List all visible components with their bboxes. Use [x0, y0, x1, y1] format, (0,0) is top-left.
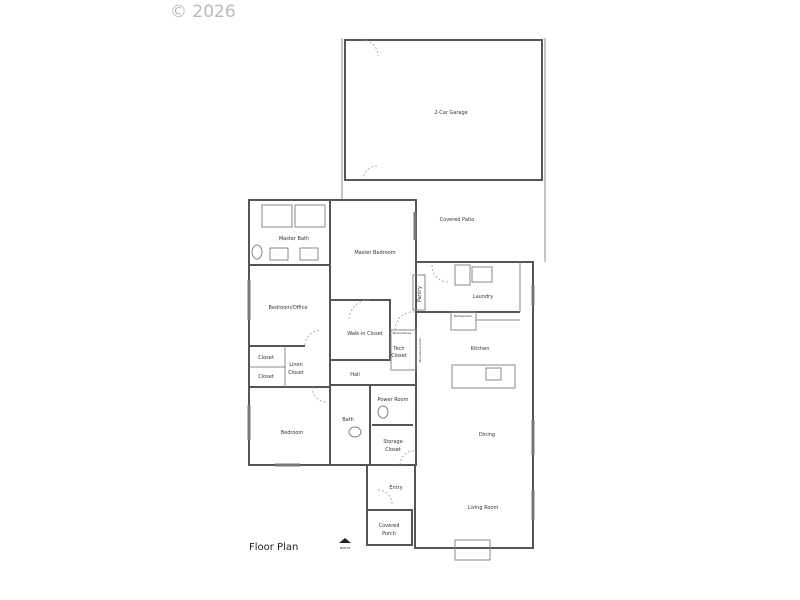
north-arrow-icon: NORTH [339, 538, 351, 550]
label-kitchen: Kitchen [471, 346, 490, 352]
label-linen-closet-line1: Linen [289, 362, 303, 368]
house-walls [247, 199, 535, 561]
label-closet-2: Closet [258, 374, 274, 380]
label-bookshelves: Bookshelves [393, 331, 412, 335]
label-covered-patio: Covered Patio [440, 217, 475, 223]
copyright-watermark: © 2026 [170, 2, 236, 22]
label-covered-porch-line1: Covered [379, 523, 400, 529]
label-refrigerator: Refrigerator [454, 314, 473, 318]
label-microwave: Microwave Oven [418, 337, 422, 362]
north-label: NORTH [340, 546, 351, 550]
label-covered-porch-line2: Porch [382, 531, 396, 537]
label-garage: 2-Car Garage [434, 110, 468, 116]
label-dining: Dining [479, 432, 495, 438]
room-labels: 2-Car Garage Covered Patio Master Bath M… [258, 110, 498, 537]
label-tech-closet-line1: Tech [392, 346, 404, 352]
label-closet-1: Closet [258, 355, 274, 361]
label-entry: Entry [389, 485, 402, 491]
label-bath: Bath [342, 417, 354, 423]
label-storage-closet-line1: Storage [383, 439, 403, 445]
garage-walls [341, 38, 546, 262]
label-storage-closet-line2: Closet [385, 447, 401, 453]
label-bedroom-office: Bedroom/Office [269, 305, 308, 311]
label-laundry: Laundry [473, 294, 493, 300]
label-pantry: Pantry [417, 286, 423, 302]
label-walk-in-closet: Walk-in Closet [347, 331, 383, 337]
label-tech-closet-line2: Closet [391, 353, 407, 359]
label-power-room: Power Room [378, 397, 409, 403]
label-hall: Hall [350, 372, 360, 378]
label-master-bedroom: Master Bedroom [354, 250, 395, 256]
label-bedroom: Bedroom [281, 430, 304, 436]
plan-title: Floor Plan [249, 542, 298, 553]
label-linen-closet-line2: Closet [288, 370, 304, 376]
label-living-room: Living Room [468, 505, 499, 511]
label-master-bath: Master Bath [279, 236, 309, 242]
